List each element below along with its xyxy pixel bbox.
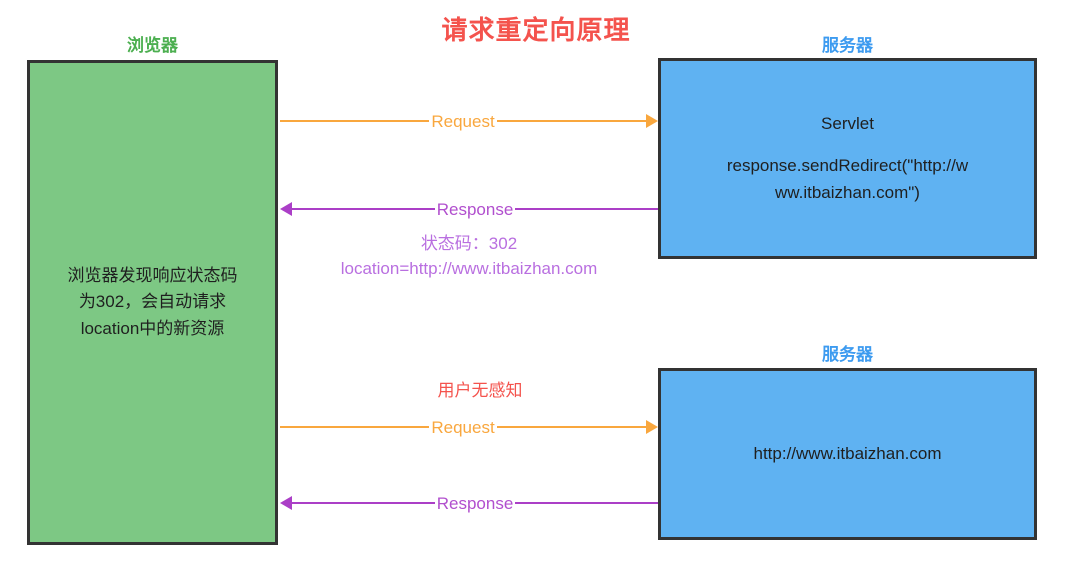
arrowhead-right-icon	[646, 420, 659, 434]
browser-line-1: 浏览器发现响应状态码	[67, 265, 238, 285]
server-one-label: 服务器	[822, 36, 873, 55]
arrow-request-top-label: Request	[431, 111, 495, 131]
server-one-box: Servlet response.sendRedirect("http://w …	[658, 58, 1037, 259]
server-one-text: Servlet response.sendRedirect("http://w …	[719, 111, 976, 206]
arrow-response-top: Response	[280, 198, 658, 220]
servlet-title: Servlet	[821, 113, 874, 133]
browser-box-text: 浏览器发现响应状态码 为302，会自动请求 location中的新资源	[60, 263, 246, 342]
arrow-line-left	[292, 502, 435, 504]
arrow-line-left	[280, 426, 430, 428]
servlet-code-line-1: response.sendRedirect("http://w	[726, 156, 969, 176]
browser-box: 浏览器发现响应状态码 为302，会自动请求 location中的新资源	[27, 60, 278, 545]
arrow-request-bottom-label: Request	[431, 417, 495, 437]
status-code-annotation: 状态码：302 location=http://www.itbaizhan.co…	[290, 232, 648, 281]
user-unaware-annotation: 用户无感知	[437, 381, 523, 400]
browser-line-2: 为302，会自动请求	[78, 292, 227, 312]
arrowhead-left-icon	[280, 202, 292, 216]
server-two-url: http://www.itbaizhan.com	[753, 443, 942, 463]
arrow-response-bottom-label: Response	[436, 493, 514, 513]
arrow-line-right	[515, 208, 658, 210]
browser-line-3: location中的新资源	[80, 318, 225, 338]
servlet-code-line-2: ww.itbaizhan.com")	[775, 182, 920, 202]
arrow-response-top-label: Response	[436, 199, 514, 219]
arrow-response-bottom: Response	[280, 492, 658, 514]
server-two-box: http://www.itbaizhan.com	[658, 368, 1037, 540]
arrowhead-right-icon	[646, 114, 659, 128]
server-two-text: http://www.itbaizhan.com	[745, 441, 949, 467]
arrow-line-right	[496, 426, 647, 428]
arrow-line-right	[515, 502, 658, 504]
text-spacer	[727, 137, 968, 153]
server-two-label: 服务器	[822, 345, 873, 364]
browser-label: 浏览器	[127, 36, 178, 55]
arrow-line-left	[292, 208, 435, 210]
page-title: 请求重定向原理	[441, 15, 631, 45]
arrow-line-right	[496, 120, 647, 122]
arrow-request-bottom: Request	[280, 416, 659, 438]
arrow-line-left	[280, 120, 430, 122]
location-text: location=http://www.itbaizhan.com	[340, 258, 598, 278]
arrow-request-top: Request	[280, 110, 659, 132]
status-code-text: 状态码：302	[420, 234, 518, 253]
arrowhead-left-icon	[280, 496, 292, 510]
